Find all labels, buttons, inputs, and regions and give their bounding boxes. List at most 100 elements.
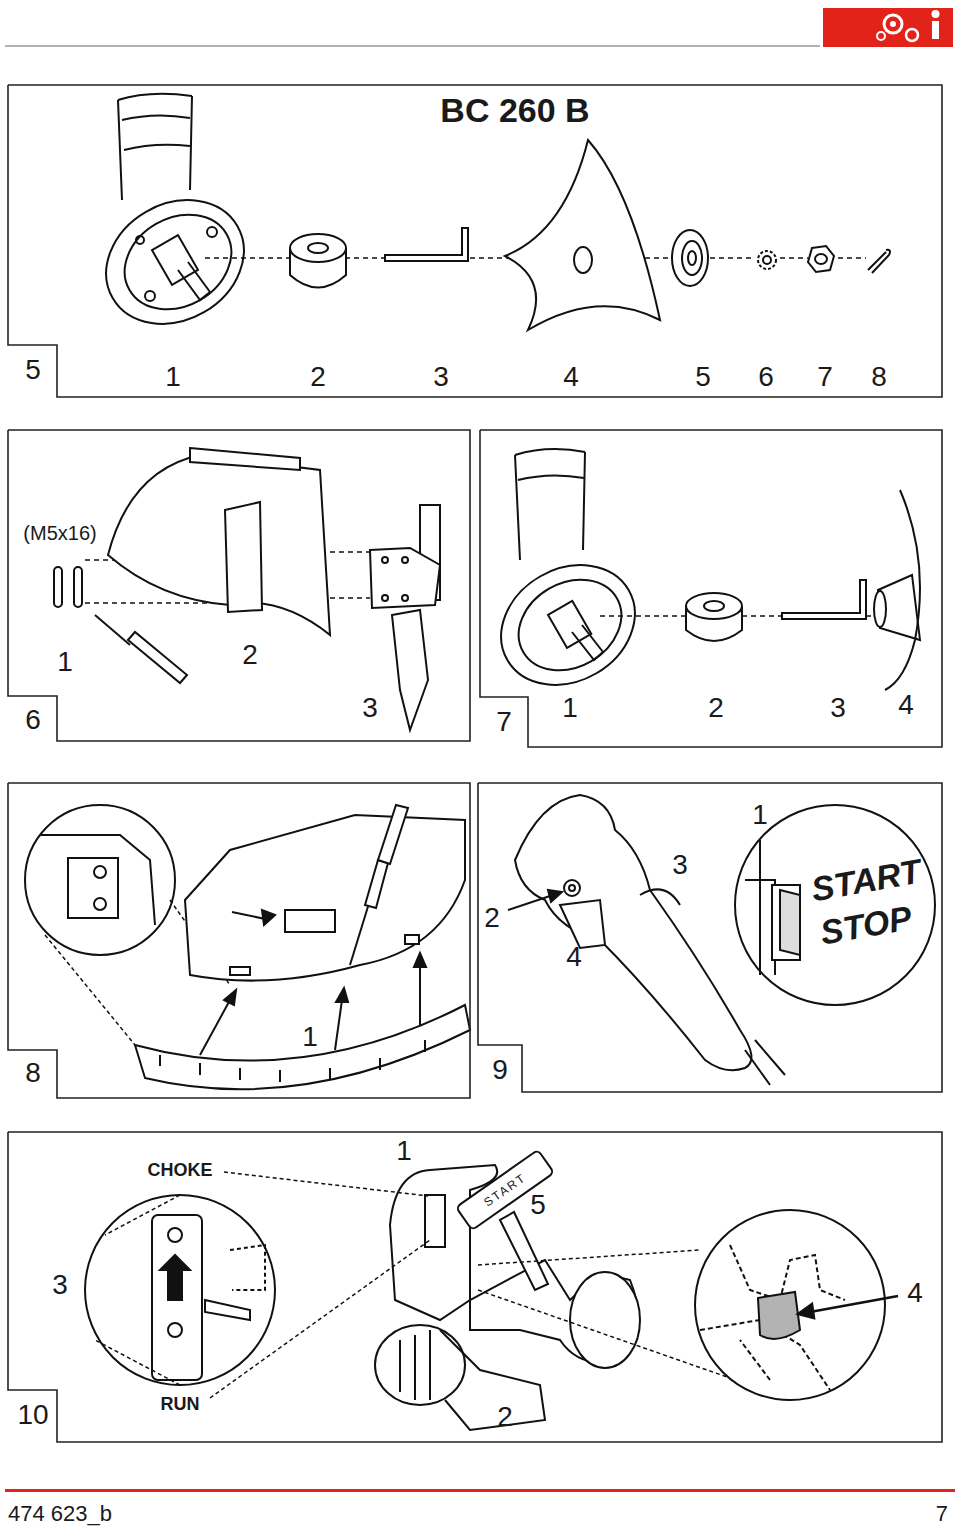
panel-frame bbox=[8, 430, 470, 741]
gear-head bbox=[136, 236, 144, 244]
inset-circle bbox=[94, 866, 106, 878]
info-badge bbox=[884, 15, 902, 33]
inset-circle bbox=[695, 1210, 885, 1400]
leader bbox=[95, 1172, 750, 1398]
info-badge bbox=[906, 29, 918, 41]
leader bbox=[45, 935, 135, 1045]
cup bbox=[885, 490, 920, 690]
gear-head bbox=[479, 449, 656, 708]
washer bbox=[290, 234, 346, 288]
gear-head bbox=[515, 449, 585, 480]
leader bbox=[210, 1240, 430, 1398]
inset-circle bbox=[772, 885, 800, 960]
info-badge bbox=[932, 10, 940, 18]
nut bbox=[815, 254, 827, 264]
flange bbox=[682, 241, 702, 275]
header-rule bbox=[5, 45, 820, 47]
inset-circle bbox=[168, 1228, 182, 1242]
info-badge bbox=[877, 32, 885, 40]
engine bbox=[570, 1272, 640, 1368]
arrows bbox=[419, 965, 421, 1025]
throttle-lever bbox=[500, 1212, 548, 1290]
cup bbox=[874, 490, 920, 690]
guard bbox=[230, 967, 250, 975]
arrows bbox=[224, 990, 236, 1005]
figure-panel: 18 bbox=[8, 783, 470, 1098]
gear-head bbox=[515, 452, 585, 560]
leader bbox=[224, 1172, 428, 1196]
leader bbox=[478, 1250, 700, 1265]
inset-circle bbox=[205, 1300, 250, 1320]
engine bbox=[425, 1195, 445, 1247]
inset-circle bbox=[85, 1195, 275, 1385]
arrows bbox=[200, 1000, 230, 1055]
inset-circle bbox=[94, 898, 106, 910]
cotter-pin bbox=[868, 250, 890, 273]
info-badge bbox=[823, 8, 953, 47]
gear-head bbox=[152, 235, 198, 285]
callout-number: 4 bbox=[563, 363, 579, 391]
screwdriver bbox=[350, 900, 370, 965]
gear-head bbox=[479, 542, 656, 709]
arrow bbox=[798, 1304, 814, 1318]
guard bbox=[285, 910, 335, 932]
flange bbox=[672, 230, 708, 286]
guard bbox=[262, 910, 275, 925]
dashed-axis bbox=[742, 615, 782, 617]
inset-circle bbox=[152, 1215, 202, 1380]
part-label: START bbox=[809, 854, 923, 907]
panel-frame bbox=[8, 85, 942, 397]
gear-head bbox=[548, 601, 591, 648]
guard bbox=[190, 448, 300, 470]
leader bbox=[105, 1195, 180, 1235]
guard bbox=[405, 935, 419, 944]
footer-rule bbox=[5, 1489, 955, 1492]
inset-circle bbox=[758, 1292, 800, 1339]
gear-head bbox=[84, 94, 267, 348]
blade bbox=[505, 140, 660, 330]
callout-number: 2 bbox=[708, 694, 724, 722]
document-number: 474 623_b bbox=[8, 1503, 112, 1525]
panel-frame bbox=[8, 430, 470, 741]
arrow bbox=[548, 890, 562, 902]
screwdriver bbox=[95, 615, 130, 645]
bracket-shaft bbox=[402, 557, 408, 563]
figure-panel: (M5x16)1263 bbox=[8, 430, 470, 741]
arrows bbox=[414, 953, 426, 967]
panel-frame bbox=[480, 430, 942, 747]
washer bbox=[686, 593, 742, 619]
bracket-shaft bbox=[402, 595, 408, 601]
callout-number: 5 bbox=[530, 1191, 546, 1219]
part-label: RUN bbox=[161, 1395, 200, 1413]
callout-number: 7 bbox=[817, 363, 833, 391]
arrows bbox=[336, 988, 348, 1002]
dashed-axis bbox=[600, 615, 685, 617]
figure-panel: 1324STARTSTOP9 bbox=[478, 783, 942, 1092]
page-number: 7 bbox=[936, 1503, 948, 1525]
handle bbox=[515, 795, 751, 1070]
arrow bbox=[810, 1296, 898, 1312]
inset-circle bbox=[40, 835, 155, 925]
cotter-pin bbox=[868, 250, 890, 273]
info-badge bbox=[932, 21, 939, 39]
part-label: (M5x16) bbox=[23, 523, 96, 543]
gear-head bbox=[145, 291, 155, 301]
figure-panel: BC 260 B512345678 bbox=[8, 85, 942, 397]
washer bbox=[704, 601, 724, 611]
gear-head bbox=[502, 562, 638, 689]
inset-circle bbox=[230, 1245, 265, 1290]
info-badge bbox=[890, 21, 896, 27]
cup bbox=[874, 591, 886, 627]
inset-circle bbox=[25, 805, 175, 955]
callout-number: 3 bbox=[672, 851, 688, 879]
handle bbox=[745, 1040, 785, 1085]
inset-circle bbox=[68, 858, 118, 918]
callout-number: 3 bbox=[830, 694, 846, 722]
screwdriver bbox=[378, 805, 408, 864]
panel-frame bbox=[8, 783, 470, 1098]
nut bbox=[808, 246, 834, 272]
lock-washer bbox=[763, 256, 771, 264]
flange bbox=[672, 230, 708, 286]
engine bbox=[400, 1330, 430, 1400]
header-rule bbox=[5, 45, 820, 47]
